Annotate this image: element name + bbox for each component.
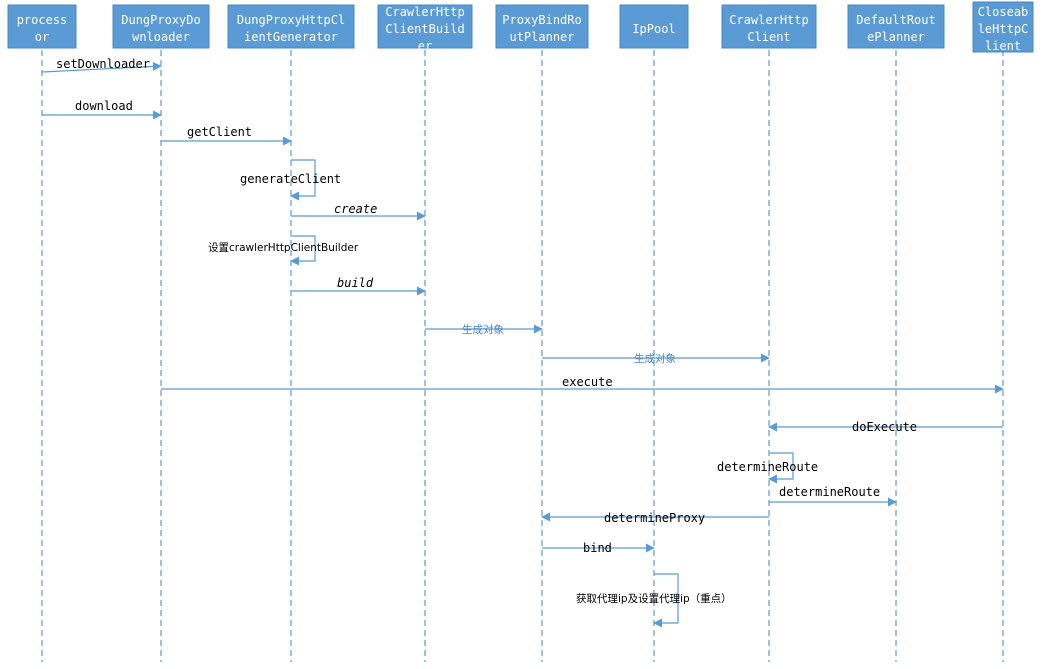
message-label: download — [75, 99, 133, 113]
message-set-builder-self: 设置crawlerHttpClientBuilder — [208, 235, 359, 266]
participant-crawlerhttpclientbuilder: CrawlerHttp ClientBuild er — [377, 4, 473, 53]
message-get-set-proxy-self: 获取代理ip及设置代理ip（重点） — [576, 573, 732, 628]
participant-label: CrawlerHttp — [729, 13, 808, 27]
participant-label: leHttpC — [978, 22, 1029, 36]
svg-text:wnloader: wnloader — [132, 30, 190, 44]
message-getclient: getClient — [161, 125, 292, 146]
message-determineroute: determineRoute — [769, 485, 897, 507]
svg-text:CrawlerHttp: CrawlerHttp — [385, 5, 464, 19]
svg-text:lient: lient — [985, 39, 1021, 53]
participant-label: Client — [747, 30, 790, 44]
message-setdownloader: setDownloader — [41, 57, 162, 73]
participant-proxybindroutplanner: ProxyBindRo utPlanner — [495, 4, 589, 49]
participant-label: CrawlerHttp — [385, 5, 464, 19]
participant-label: process — [17, 13, 68, 27]
message-label: 生成对象 — [462, 323, 504, 336]
message-label: bind — [583, 541, 612, 555]
message-arrow — [41, 61, 162, 73]
participant-dungproxyhttpclientgenerator: DungProxyHttpCl ientGenerator — [227, 4, 355, 49]
message-determineproxy: determineProxy — [541, 511, 769, 525]
svg-text:leHttpC: leHttpC — [978, 22, 1029, 36]
participant-ippool: IpPool — [619, 4, 689, 49]
message-label: getClient — [187, 125, 252, 139]
svg-text:DefaultRout: DefaultRout — [856, 13, 935, 27]
participant-closeablehttpclient: Closeab leHttpC lient — [972, 1, 1034, 53]
svg-text:utPlanner: utPlanner — [509, 30, 574, 44]
svg-text:er: er — [418, 39, 432, 53]
message-create-object-1: 生成对象 — [425, 323, 543, 336]
message-label: create — [334, 202, 377, 216]
svg-text:or: or — [35, 30, 49, 44]
message-label: determineProxy — [604, 511, 705, 525]
participant-label: Closeab — [978, 5, 1029, 19]
message-label: 设置crawlerHttpClientBuilder — [208, 242, 359, 254]
message-arrow — [653, 573, 679, 628]
svg-text:ProxyBindRo: ProxyBindRo — [502, 13, 581, 27]
svg-text:process: process — [17, 13, 68, 27]
message-create: create — [291, 202, 426, 221]
message-build: build — [291, 276, 426, 296]
participant-label: ePlanner — [867, 30, 925, 44]
participant-dungproxydownloader: DungProxyDo wnloader — [112, 4, 210, 49]
participant-label: ProxyBindRo — [502, 13, 581, 27]
message-download: download — [42, 99, 162, 120]
participant-label: ientGenerator — [244, 30, 338, 44]
participant-processor: process or — [7, 4, 77, 49]
message-bind: bind — [542, 541, 655, 555]
message-label: doExecute — [852, 420, 917, 434]
svg-text:DungProxyDo: DungProxyDo — [121, 13, 200, 27]
svg-text:ePlanner: ePlanner — [867, 30, 925, 44]
message-arrow — [290, 159, 316, 201]
message-execute: execute — [161, 375, 1004, 394]
message-label: 生成对象 — [634, 352, 676, 365]
message-label: generateClient — [240, 172, 341, 186]
message-label: 获取代理ip及设置代理ip（重点） — [576, 592, 732, 605]
lifelines — [41, 50, 1004, 662]
message-determineroute-self: determineRoute — [717, 452, 818, 484]
svg-text:ientGenerator: ientGenerator — [244, 30, 338, 44]
participant-label: lient — [985, 39, 1021, 53]
message-label: determineRoute — [779, 485, 880, 499]
svg-text:DungProxyHttpCl: DungProxyHttpCl — [237, 13, 345, 27]
participant-crawlerhttpclient: CrawlerHttp Client — [721, 4, 817, 49]
participants: process or DungProxyDo wnloader DungProx… — [7, 1, 1034, 53]
participant-label: DungProxyHttpCl — [237, 13, 345, 27]
participant-label: DungProxyDo — [121, 13, 200, 27]
participant-label: DefaultRout — [856, 13, 935, 27]
message-create-object-2: 生成对象 — [542, 352, 770, 365]
svg-text:IpPool: IpPool — [632, 22, 675, 36]
messages: setDownloader download getClient generat… — [41, 57, 1004, 628]
svg-text:CrawlerHttp: CrawlerHttp — [729, 13, 808, 27]
message-label: build — [337, 276, 374, 290]
participant-label: or — [35, 30, 49, 44]
participant-label: IpPool — [632, 22, 675, 36]
participant-defaultrouteplanner: DefaultRout ePlanner — [847, 4, 945, 49]
participant-label: ClientBuild — [385, 22, 464, 36]
svg-text:Client: Client — [747, 30, 790, 44]
participant-label: utPlanner — [509, 30, 574, 44]
message-doexecute: doExecute — [768, 420, 1003, 434]
message-arrow — [768, 452, 794, 484]
message-generateclient-self: generateClient — [240, 159, 341, 201]
message-label: execute — [562, 375, 613, 389]
message-label: setDownloader — [56, 57, 150, 71]
participant-label: wnloader — [132, 30, 190, 44]
participant-label: er — [418, 39, 432, 53]
message-label: determineRoute — [717, 460, 818, 474]
message-arrow — [290, 235, 316, 266]
svg-text:ClientBuild: ClientBuild — [385, 22, 464, 36]
svg-text:Closeab: Closeab — [978, 5, 1029, 19]
